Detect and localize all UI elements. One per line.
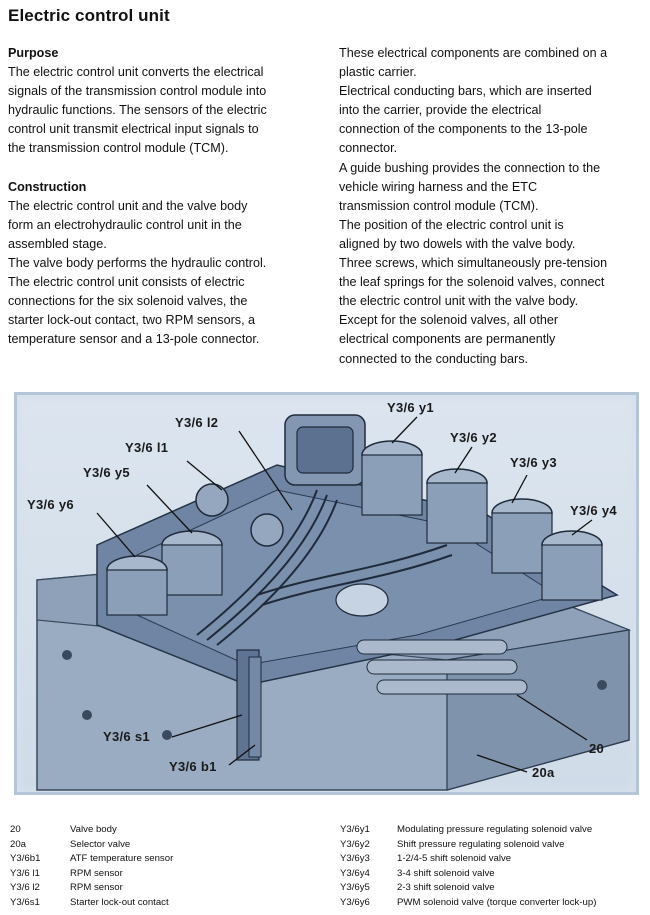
section-gap (8, 159, 326, 178)
legend-desc: 2-3 shift solenoid valve (397, 882, 495, 894)
legend-code: Y3/6y2 (340, 838, 370, 850)
legend-row: Y3/6 l2 RPM sensor (10, 881, 173, 896)
legend-code: Y3/6b1 (10, 853, 41, 865)
callout-y3-6-b1: Y3/6 b1 (169, 759, 217, 774)
legend-code: 20a (10, 838, 27, 850)
legend-desc: 1-2/4-5 shift solenoid valve (397, 853, 512, 865)
legend-right: Y3/6y1 Modulating pressure regulating sol… (340, 823, 596, 911)
control-unit-illustration (36, 414, 632, 791)
callout-y3-6-y6: Y3/6 y6 (27, 497, 74, 512)
legend-row: Y3/6 l1 RPM sensor (10, 867, 173, 882)
construction-paragraph: The electric control unit and the valve … (8, 198, 267, 347)
legend-row: Y3/6y6 PWM solenoid valve (torque convert… (340, 896, 596, 911)
legend-desc: ATF temperature sensor (70, 853, 174, 865)
callout-y3-6-y4: Y3/6 y4 (570, 503, 617, 518)
callout-y3-6-y3: Y3/6 y3 (510, 455, 557, 470)
components-paragraph: These electrical components are combined… (339, 46, 608, 366)
legend-row: Y3/6y4 3-4 shift solenoid valve (340, 867, 596, 882)
callout-20a: 20a (532, 765, 555, 780)
legend-code: Y3/6y1 (340, 824, 370, 835)
legend-code: Y3/6s1 (10, 896, 40, 908)
legend-row: Y3/6y1 Modulating pressure regulating sol… (340, 823, 596, 838)
callout-y3-6-y1: Y3/6 y1 (387, 400, 434, 415)
callout-y3-6-s1: Y3/6 s1 (103, 729, 150, 744)
legend-desc: PWM solenoid valve (torque converter loc… (397, 896, 597, 908)
legend-code: 20 (10, 824, 21, 835)
legend-code: Y3/6y3 (340, 853, 370, 865)
legend-left: 20 Valve body 20a Selector valve Y3/6b1 ATF… (10, 823, 173, 911)
legend-desc: Valve body (70, 824, 117, 835)
callout-y3-6-l1: Y3/6 l1 (125, 440, 169, 455)
legend-desc: 3-4 shift solenoid valve (397, 867, 495, 879)
left-text-column: Purpose The electric control unit conver… (8, 44, 326, 349)
legend-code: Y3/6 l1 (10, 867, 40, 879)
legend-row: Y3/6y5 2-3 shift solenoid valve (340, 881, 596, 896)
legend-row: 20 Valve body (10, 823, 173, 838)
page-title: Electric control unit (8, 6, 170, 25)
legend-code: Y3/6 l2 (10, 882, 40, 894)
purpose-heading: Purpose (8, 46, 59, 60)
legend-code: Y3/6y6 (340, 896, 370, 908)
construction-heading: Construction (8, 179, 87, 194)
legend-desc: Shift pressure regulating solenoid valve (397, 838, 565, 850)
legend-row: Y3/6s1 Starter lock-out contact (10, 896, 173, 911)
callout-y3-6-l2: Y3/6 l2 (175, 415, 219, 430)
callout-y3-6-y2: Y3/6 y2 (450, 430, 497, 445)
legend-code: Y3/6y5 (340, 882, 370, 894)
legend-row: Y3/6y2 Shift pressure regulating solenoid… (340, 838, 596, 853)
callout-20: 20 (589, 741, 605, 756)
right-text-column: These electrical components are combined… (339, 44, 639, 369)
legend-row: Y3/6y3 1-2/4-5 shift solenoid valve (340, 852, 596, 867)
legend-desc: Selector valve (70, 838, 131, 850)
legend-desc: Modulating pressure regulating solenoid … (397, 824, 593, 835)
legend-code: Y3/6y4 (340, 867, 370, 879)
callout-y3-6-y5: Y3/6 y5 (83, 465, 130, 480)
legend-desc: RPM sensor (70, 882, 123, 894)
legend-row: 20a Selector valve (10, 838, 173, 853)
legend-row: Y3/6b1 ATF temperature sensor (10, 852, 173, 867)
purpose-paragraph: The electric control unit converts the e… (8, 65, 267, 156)
legend-desc: RPM sensor (70, 867, 123, 879)
legend-desc: Starter lock-out contact (70, 896, 169, 908)
electric-control-unit-figure: Y3/6 y1 Y3/6 l2 Y3/6 y2 Y3/6 l1 Y3/6 y3 … (14, 392, 639, 795)
